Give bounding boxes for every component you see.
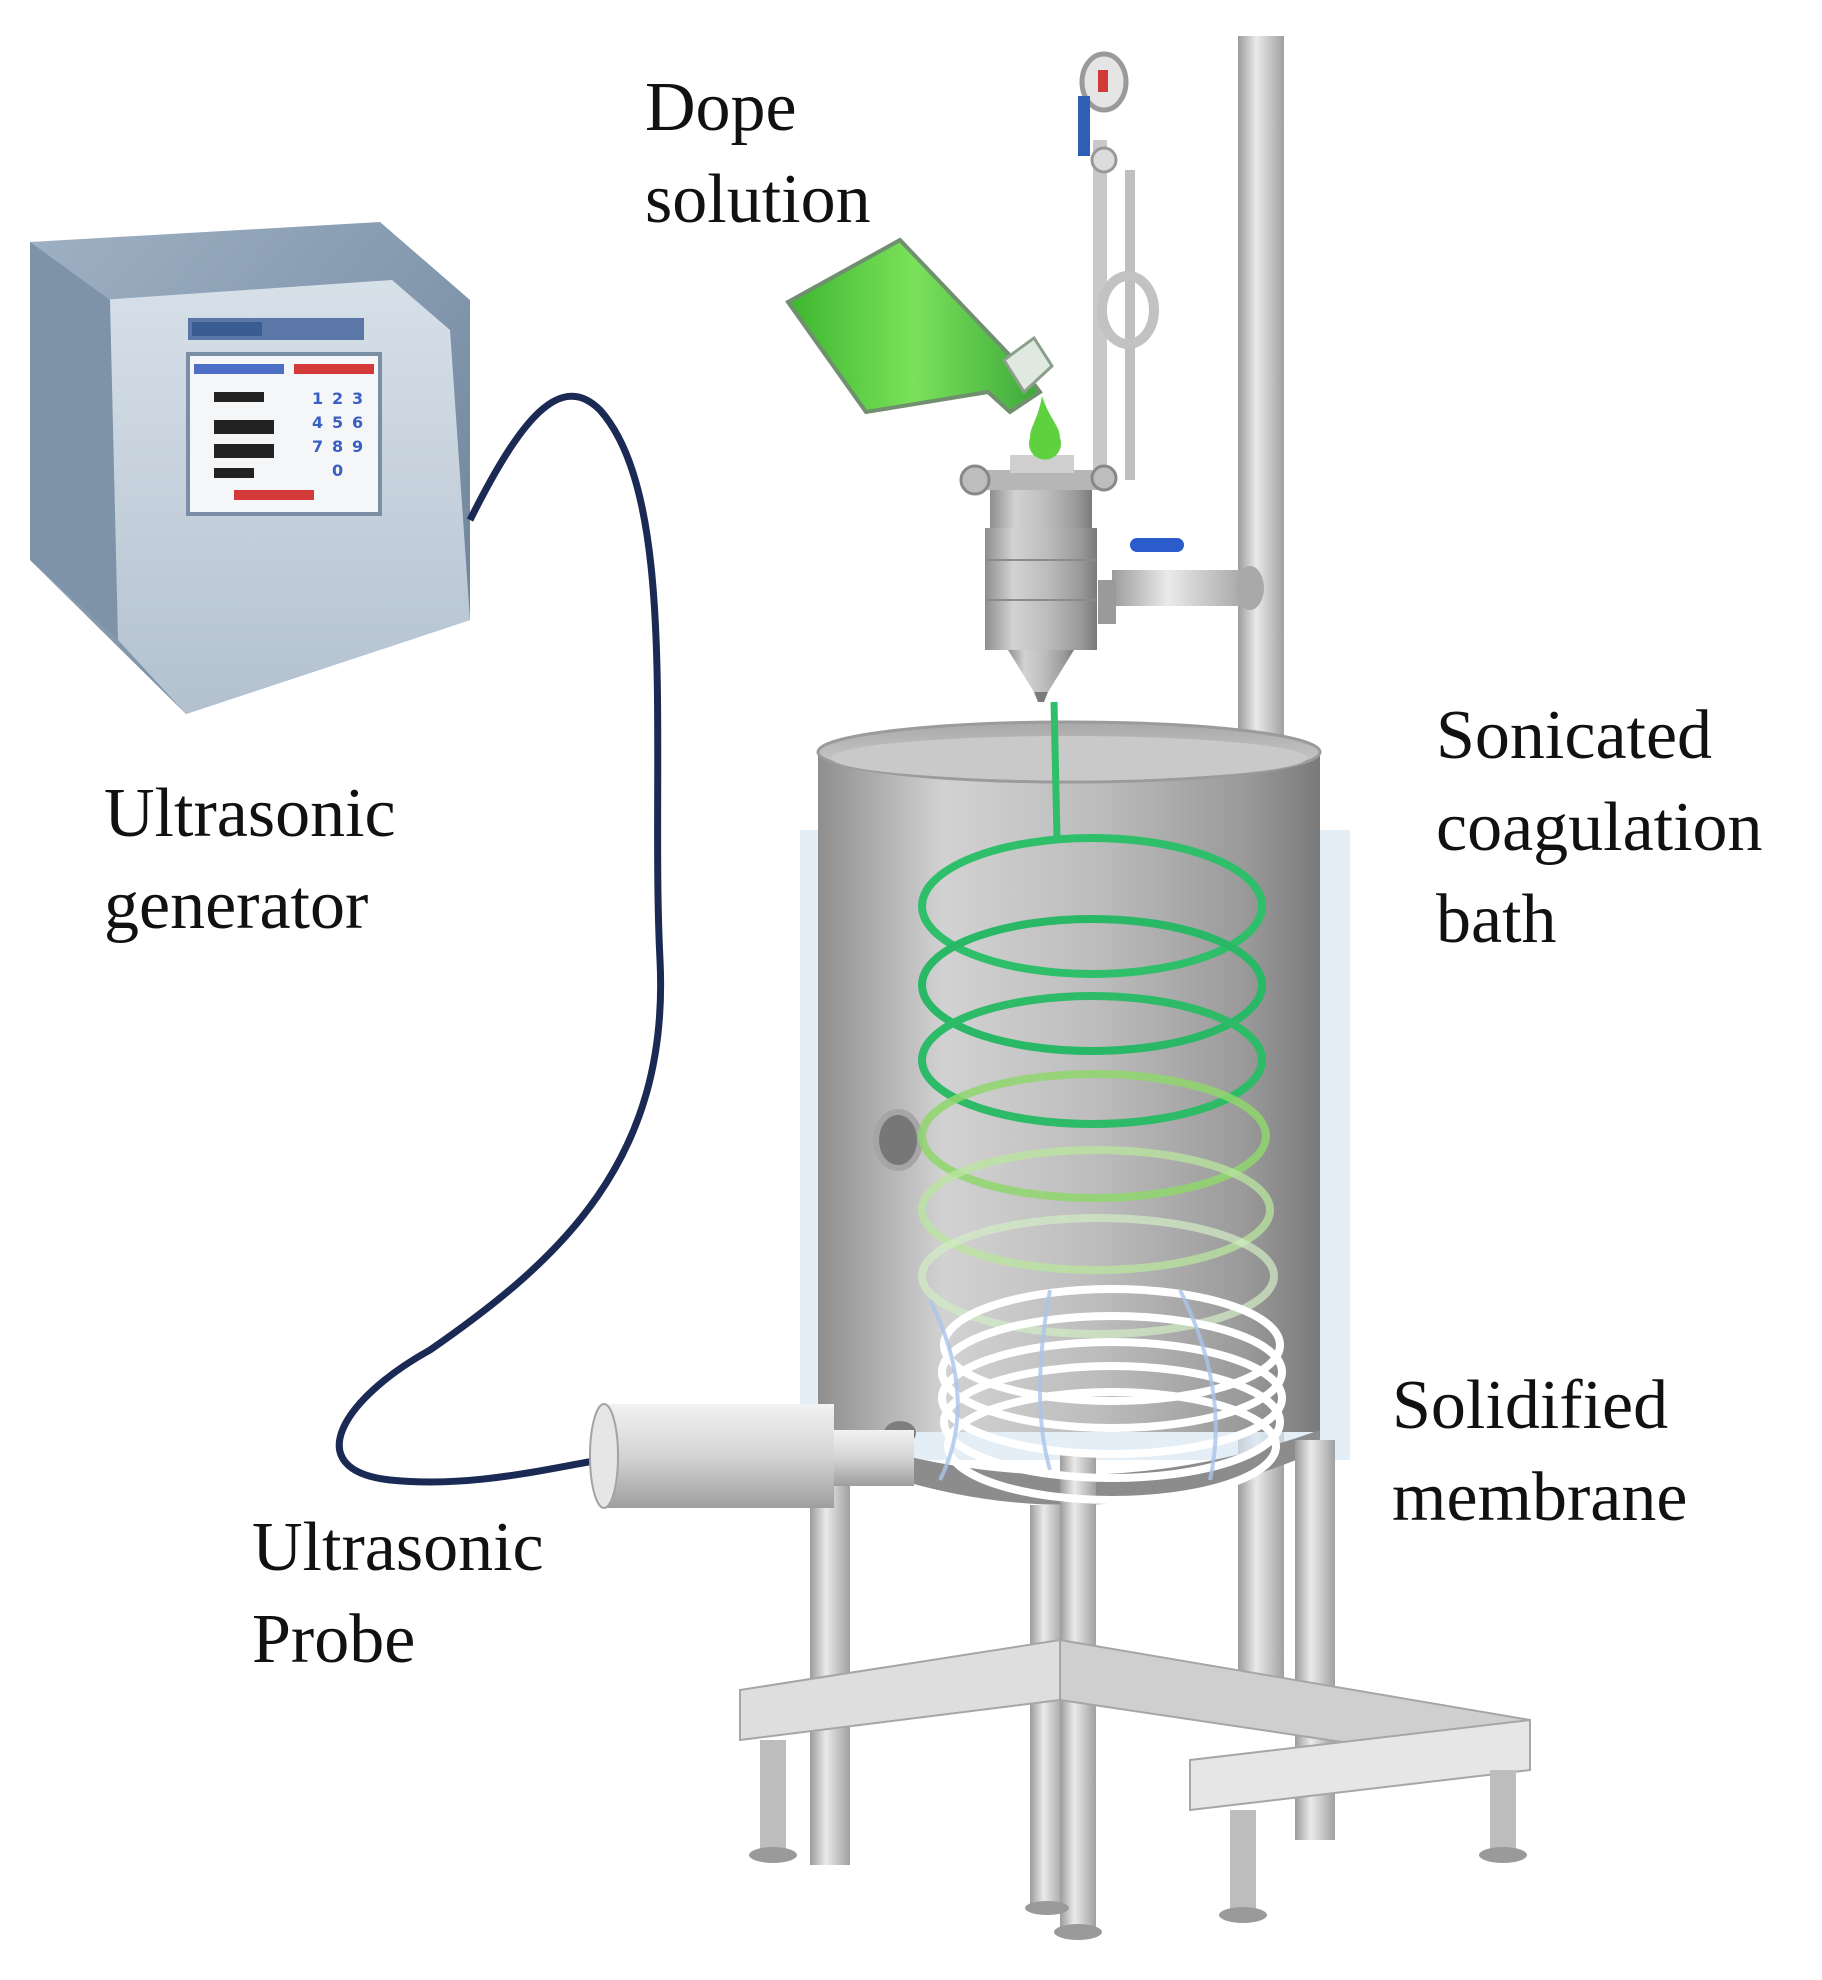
blue-valve-handle (1130, 538, 1184, 552)
key-6: 6 (352, 413, 363, 432)
label-line: bath (1436, 881, 1557, 958)
side-arm (1112, 566, 1264, 610)
label-line: Probe (252, 1601, 416, 1678)
key-9: 9 (352, 437, 363, 456)
key-3: 3 (352, 389, 363, 408)
key-7: 7 (312, 437, 323, 456)
fiber-strand (1050, 701, 1061, 839)
green-fiber-coil (918, 834, 1278, 1338)
key-4: 4 (312, 413, 323, 432)
label-line: Ultrasonic (252, 1509, 544, 1586)
label-sonicated-coagulation-bath: Sonicated coagulation bath (1436, 690, 1763, 966)
label-line: Ultrasonic (104, 775, 396, 852)
white-membrane-coil (938, 1285, 1286, 1504)
label-solidified-membrane: Solidified membrane (1392, 1360, 1687, 1544)
keypad-keys: 1 2 3 4 5 6 7 8 9 0 (312, 389, 363, 480)
key-1: 1 (312, 389, 323, 408)
ultrasonic-waves (928, 1289, 1218, 1481)
tank-legs-frame (739, 1440, 1531, 1940)
key-8: 8 (332, 437, 343, 456)
ultrasonic-generator: 1 2 3 4 5 6 7 8 9 0 (30, 222, 470, 714)
dope-flask (785, 237, 1061, 460)
generator-cable (335, 392, 665, 1486)
label-ultrasonic-probe: Ultrasonic Probe (252, 1502, 544, 1686)
label-line: generator (104, 867, 369, 944)
label-line: solution (645, 161, 871, 238)
label-line: coagulation (1436, 789, 1763, 866)
label-ultrasonic-generator: Ultrasonic generator (104, 768, 396, 952)
label-line: membrane (1392, 1459, 1688, 1536)
key-5: 5 (332, 413, 343, 432)
spinneret (959, 455, 1118, 702)
label-line: Solidified (1392, 1367, 1669, 1444)
pressure-gauge (1078, 51, 1159, 480)
ultrasonic-probe (589, 1403, 914, 1509)
label-line: Dope (645, 69, 797, 146)
label-line: Sonicated (1436, 697, 1713, 774)
key-2: 2 (332, 389, 343, 408)
key-0: 0 (332, 461, 343, 480)
label-dope-solution: Dope solution (645, 62, 871, 246)
